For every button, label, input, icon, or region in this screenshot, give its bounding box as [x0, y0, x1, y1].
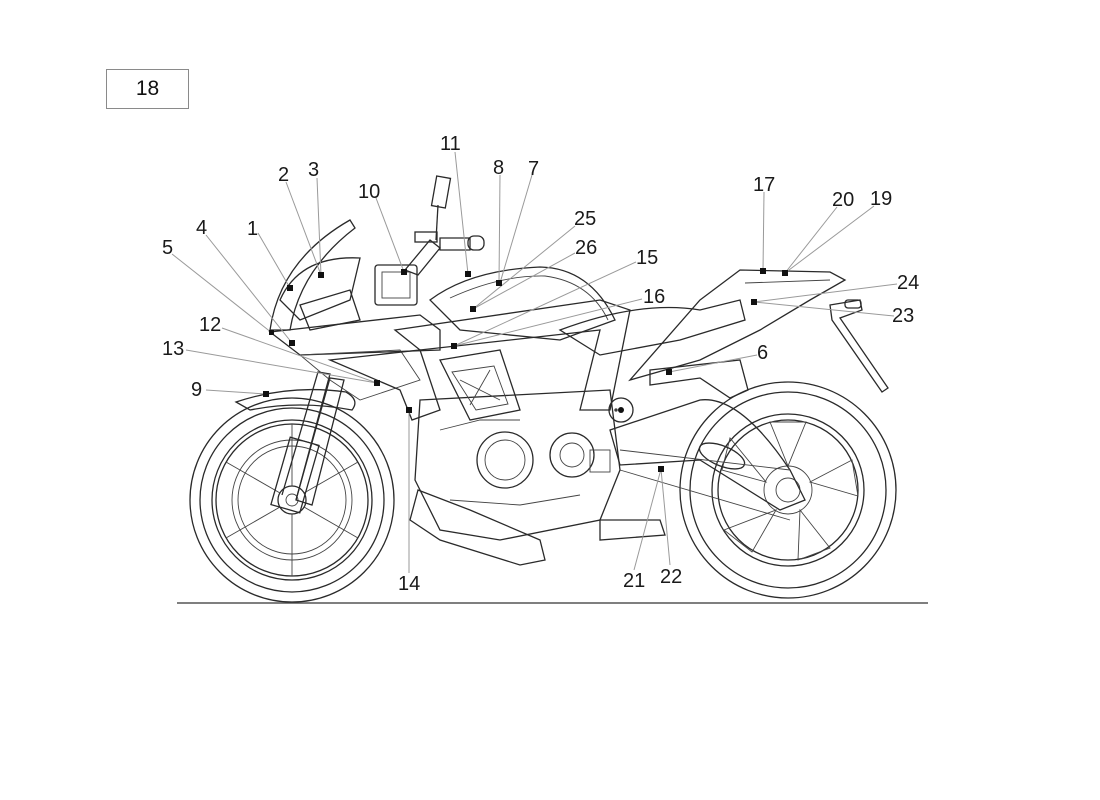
- callout-8: 8: [493, 157, 504, 179]
- motorcycle-line-art: [189, 175, 897, 603]
- tail-section: [628, 269, 847, 382]
- callout-21: 21: [623, 570, 645, 592]
- swingarm: [609, 399, 806, 511]
- front-fork: [270, 371, 345, 514]
- callout-markers: [263, 268, 788, 472]
- front-fairing: [268, 219, 441, 421]
- callout-5: 5: [162, 237, 173, 259]
- callout-9: 9: [191, 379, 202, 401]
- callout-14: 14: [398, 573, 420, 595]
- front-fender: [234, 388, 356, 411]
- callout-7: 7: [528, 158, 539, 180]
- callout-26: 26: [575, 237, 597, 259]
- exhaust: [599, 519, 666, 541]
- callout-19: 19: [870, 188, 892, 210]
- fuel-tank: [429, 266, 616, 341]
- reference-number: 18: [135, 77, 160, 100]
- callout-10: 10: [358, 181, 380, 203]
- engine: [414, 389, 621, 541]
- callout-2: 2: [278, 164, 289, 186]
- seat: [558, 299, 746, 356]
- callout-15: 15: [636, 247, 658, 269]
- callout-13: 13: [162, 338, 184, 360]
- callout-11: 11: [440, 133, 461, 155]
- callout-17: 17: [753, 174, 775, 196]
- callout-1: 1: [247, 218, 258, 240]
- callout-20: 20: [832, 189, 854, 211]
- callout-3: 3: [308, 159, 319, 181]
- belly-pan: [409, 489, 546, 566]
- rear-wheel: [679, 381, 897, 599]
- brake-reservoir: [374, 264, 418, 306]
- callout-16: 16: [643, 286, 665, 308]
- callout-6: 6: [757, 342, 768, 364]
- handlebar-and-mirror: [403, 175, 485, 276]
- callout-labels: 1 2 3 4 5 6 7 8 9 10 11 12 13 14 15 16 1…: [162, 133, 919, 595]
- callout-12: 12: [199, 314, 221, 336]
- callout-4: 4: [196, 217, 207, 239]
- rear-footpeg-bracket: [649, 359, 749, 399]
- leader-lines: [171, 151, 898, 573]
- plate-holder: [829, 299, 889, 393]
- callout-22: 22: [660, 566, 682, 588]
- front-wheel: [189, 397, 395, 603]
- callout-23: 23: [892, 305, 914, 327]
- callout-25: 25: [574, 208, 596, 230]
- drive-chain: [619, 449, 791, 521]
- reference-number-box: 18: [106, 69, 189, 109]
- callout-24: 24: [897, 272, 919, 294]
